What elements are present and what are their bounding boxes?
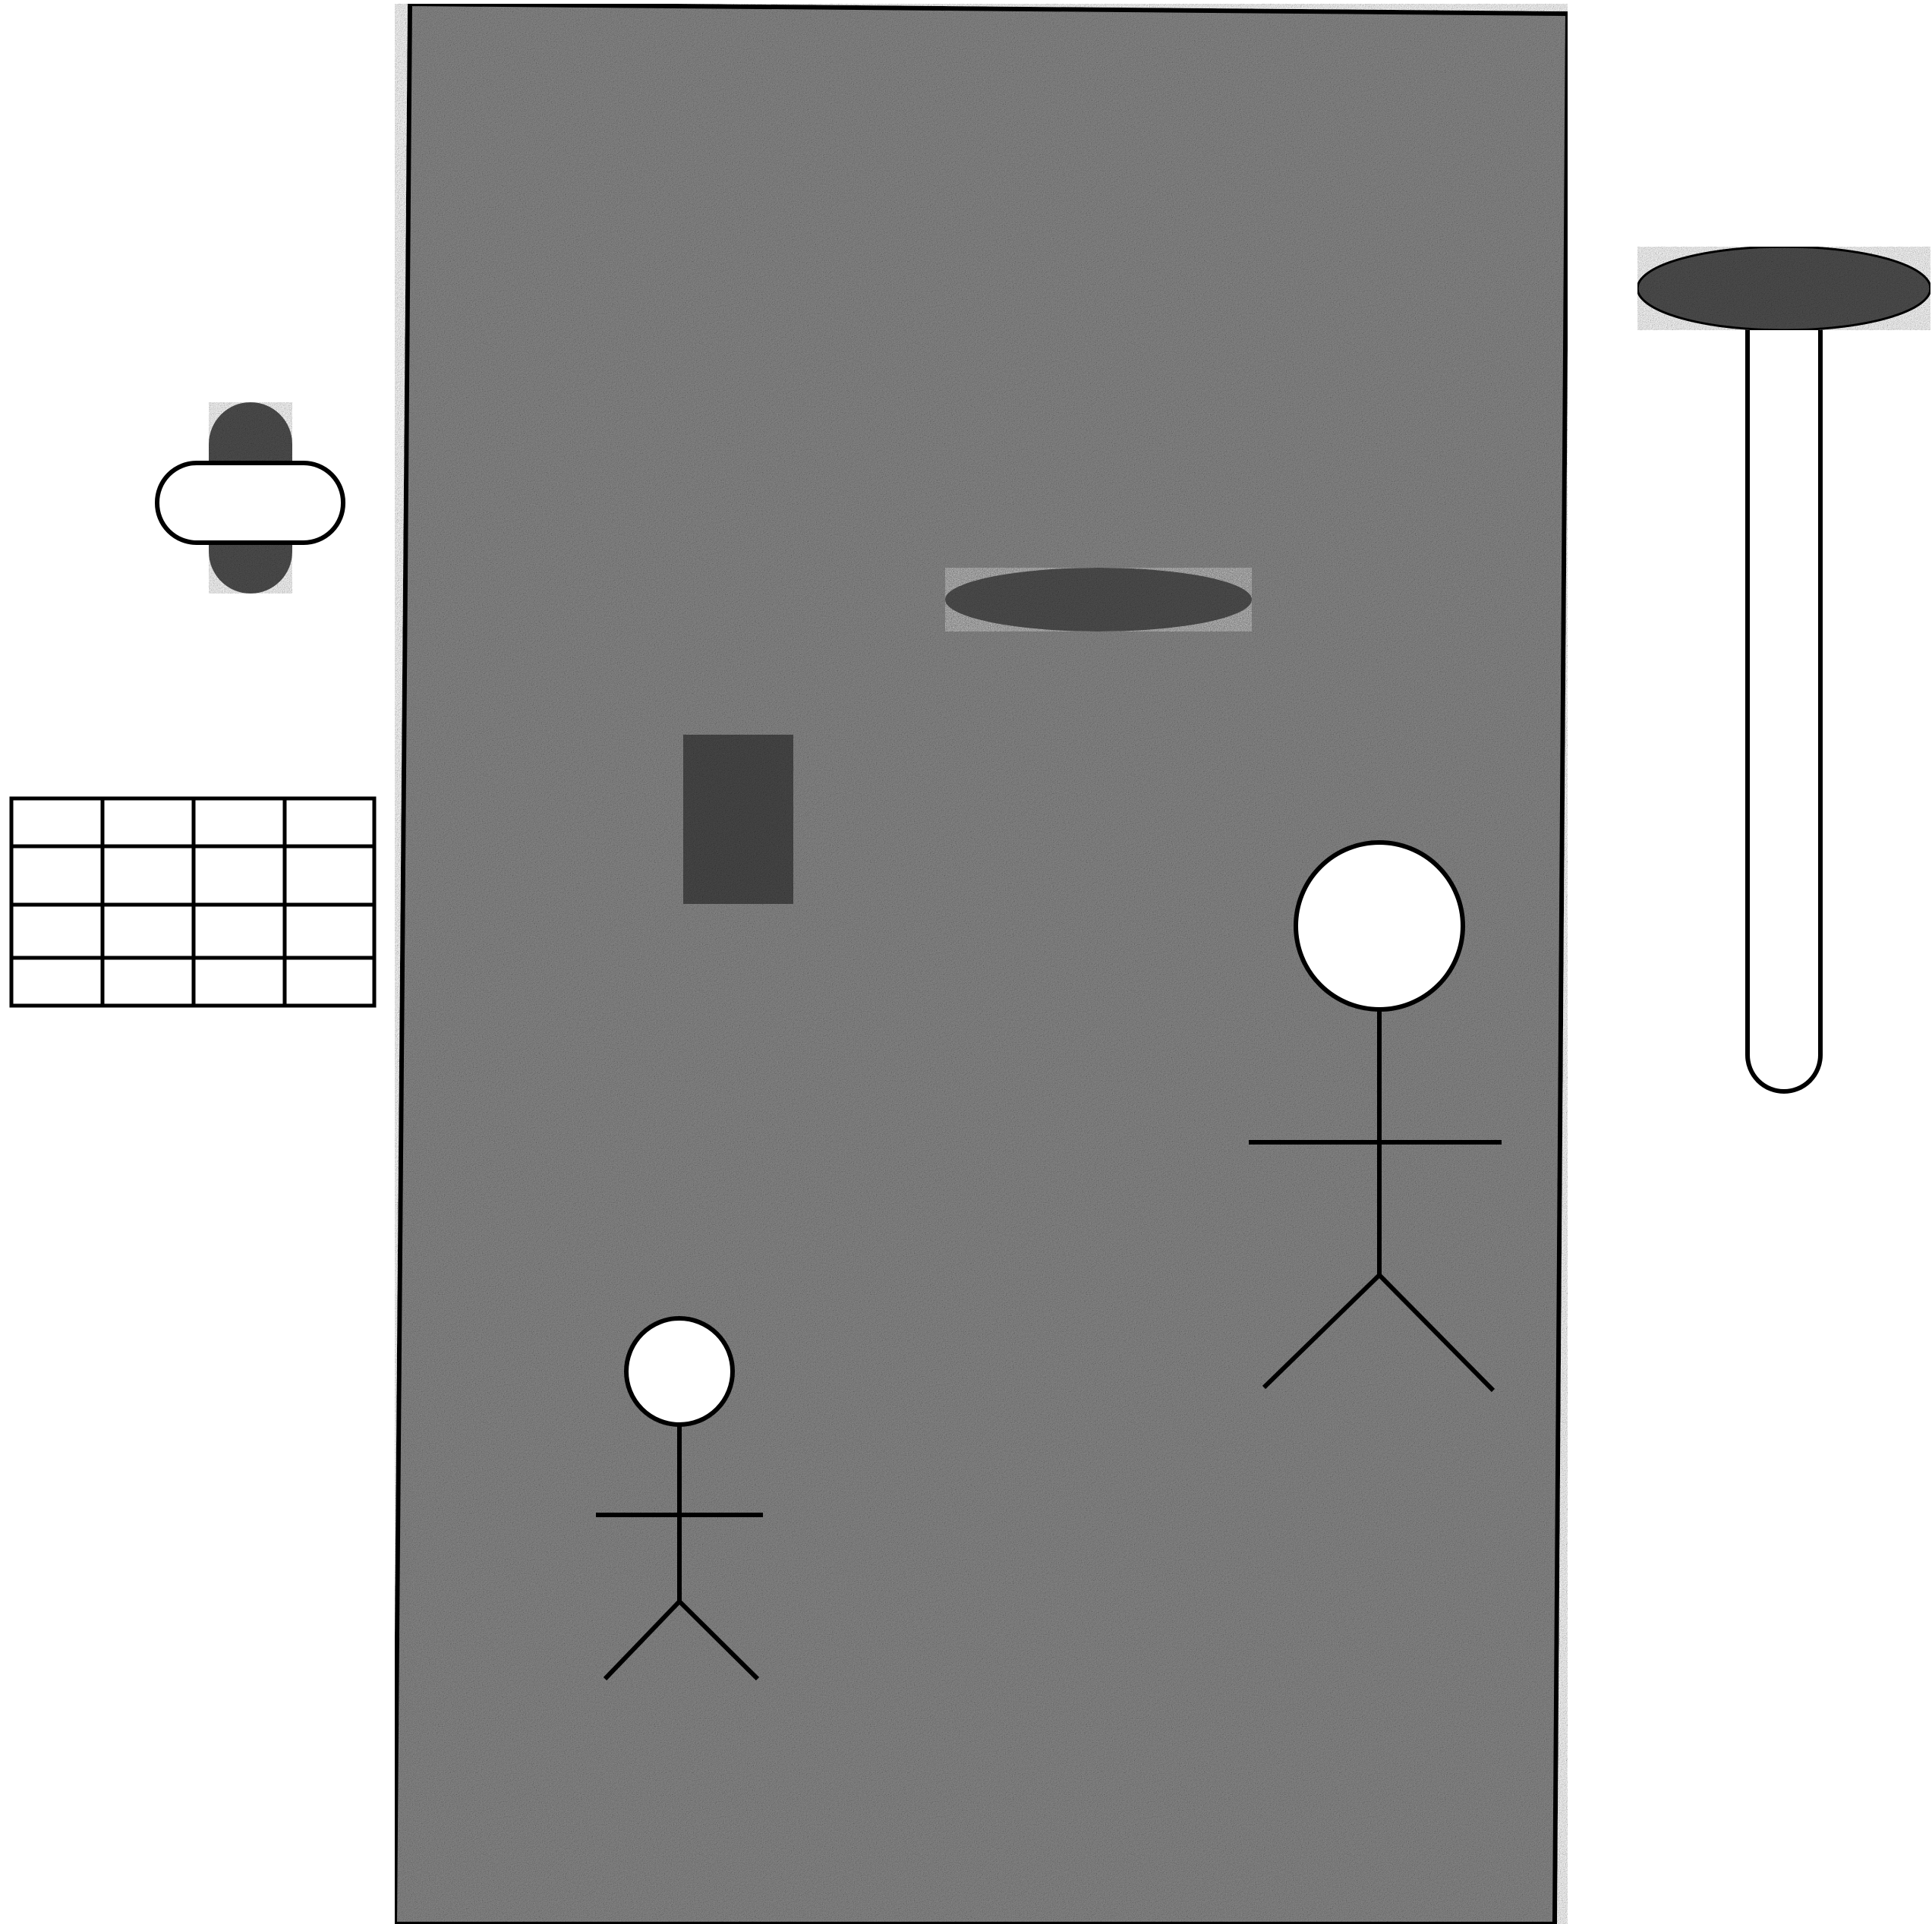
small-figure-head	[626, 1318, 733, 1425]
dark-ellipse	[945, 568, 1252, 631]
floor-lamp-icon	[1637, 247, 1930, 1091]
pill-white-band	[157, 463, 343, 543]
dark-rectangle	[683, 735, 793, 904]
lamp-pole	[1748, 319, 1820, 1091]
large-figure-head	[1296, 842, 1463, 1009]
grid-icon	[11, 798, 374, 1006]
lamp-shade	[1637, 247, 1930, 330]
pill-icon	[157, 402, 343, 594]
